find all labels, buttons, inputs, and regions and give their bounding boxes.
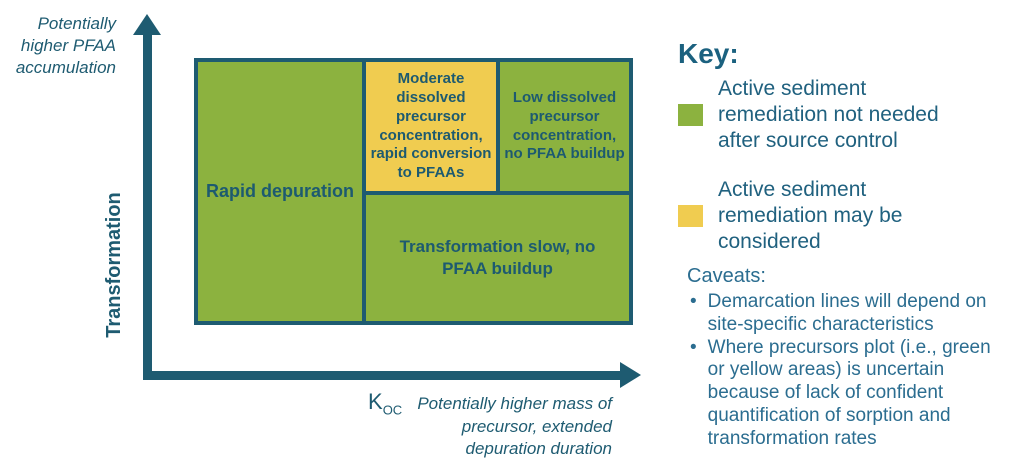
caveat-item: • Demarcation lines will depend on site-… [690,291,1008,337]
region-label: Rapid depuration [206,181,354,201]
caveat-text: Where precursors plot (i.e., green or ye… [707,336,991,449]
x-axis-line [143,371,622,380]
key-title: Key: [678,38,739,69]
region-label: Low dissolved precursor concentration, n… [504,89,625,163]
key-item-label: Active sediment remediation not needed a… [718,77,939,153]
region-label: Transformation slow, no PFAA buildup [399,236,596,278]
region-transformation-slow: Transformation slow, no PFAA buildup [366,195,629,321]
right-arrowhead-icon [620,362,641,388]
key-item-yellow: Active sediment remediation may be consi… [678,177,956,255]
yellow-swatch-icon [678,205,703,228]
koc-symbol: K [368,389,383,414]
region-rapid-depuration: Rapid depuration [198,62,366,321]
quadrant-box: Rapid depuration Moderate dissolved prec… [194,58,633,325]
bullet-icon: • [690,291,697,312]
caveats-list: • Demarcation lines will depend on site-… [690,291,1008,451]
x-axis-label: KOC [368,389,402,417]
koc-subscript: OC [382,402,403,418]
caveats-title: Caveats: [687,265,766,287]
region-low-precursor: Low dissolved precursor concentration, n… [500,62,629,195]
caveat-text: Demarcation lines will depend on site-sp… [707,291,987,335]
key-item-label: Active sediment remediation may be consi… [718,178,903,254]
region-label: Moderate dissolved precursor concentrati… [370,70,492,181]
caveat-item: • Where precursors plot (i.e., green or … [690,337,1008,451]
region-moderate-precursor: Moderate dissolved precursor concentrati… [366,62,500,195]
green-swatch-icon [678,104,703,127]
y-axis-annotation: Potentially higher PFAA accumulation [15,14,116,78]
y-axis-line [143,32,152,379]
y-axis-label: Transformation [103,192,125,338]
bullet-icon: • [690,336,697,358]
key-item-green: Active sediment remediation not needed a… [678,76,956,154]
up-arrowhead-icon [133,14,161,35]
x-axis-annotation: Potentially higher mass of precursor, ex… [417,394,612,459]
